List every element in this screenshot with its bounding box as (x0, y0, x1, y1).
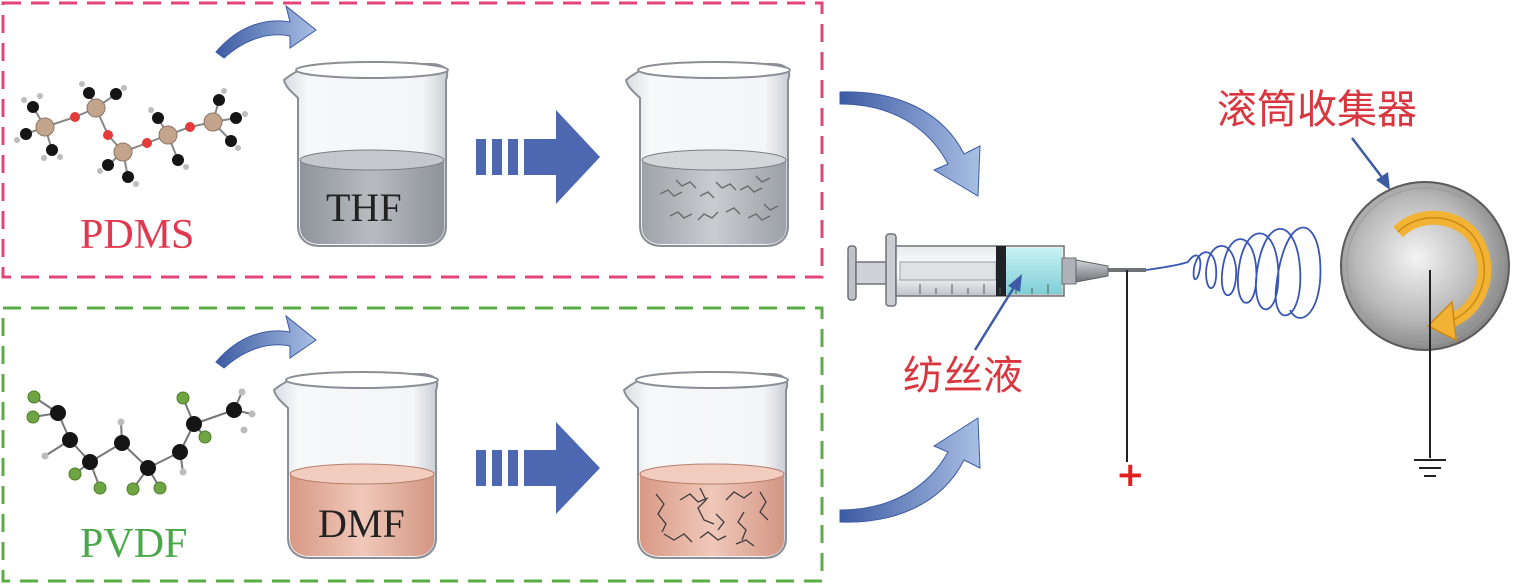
pvdf-label: PVDF (80, 521, 188, 567)
beaker-icon (282, 61, 449, 247)
process-arrow-top (476, 110, 600, 204)
spinning-solution-label: 纺丝液 (903, 353, 1023, 399)
pvdf-molecule-icon (26, 388, 256, 496)
fiber-jet (1145, 226, 1322, 319)
merge-arrow-top (839, 91, 981, 197)
beaker-icon (272, 371, 439, 559)
beaker-icon (624, 61, 791, 247)
pdms-label: PDMS (80, 212, 195, 258)
pdms-box (1, 1, 824, 279)
syringe-icon (847, 233, 1146, 307)
curve-arrow-pdms (215, 4, 317, 59)
positive-terminal-label: + (1116, 455, 1145, 495)
drum-collector-icon (1340, 181, 1510, 351)
pdms-molecule-icon (14, 81, 248, 187)
beaker-icon (622, 371, 789, 559)
thf-label: THF (326, 185, 402, 230)
pointer-arrow-spinning (973, 274, 1022, 351)
pvdf-box (1, 306, 824, 583)
ground-icon (1414, 270, 1446, 477)
process-arrow-bottom (476, 422, 600, 514)
dmf-label: DMF (318, 501, 405, 546)
merge-arrow-bottom (839, 417, 981, 523)
pointer-arrow-collector (1351, 137, 1390, 190)
drum-collector-label: 滚筒收集器 (1217, 87, 1417, 133)
curve-arrow-pvdf (215, 314, 317, 369)
